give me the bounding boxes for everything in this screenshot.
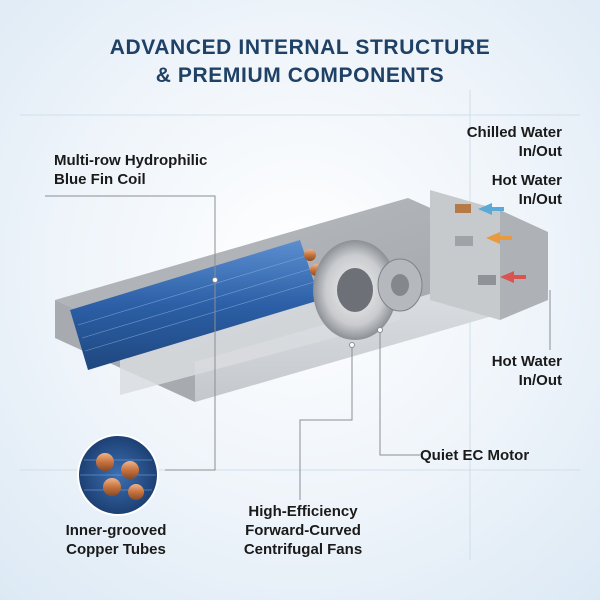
- hot-water-arrow-top-icon: [486, 232, 512, 244]
- leader-lines: [45, 195, 551, 500]
- fin-coil-body: [70, 240, 320, 370]
- copper-tube-inset: [77, 434, 159, 516]
- connection-panel-side: [500, 210, 548, 320]
- page-title: ADVANCED INTERNAL STRUCTURE & PREMIUM CO…: [0, 34, 600, 90]
- hot-water-top-label: Hot Water In/Out: [491, 172, 562, 208]
- water-pipes: [455, 204, 496, 285]
- hot-water-pipe-top: [455, 236, 473, 246]
- hot-water-arrow-bottom-icon: [500, 271, 526, 283]
- fin-lines: [77, 255, 315, 352]
- centrifugal-fan: [313, 240, 397, 340]
- ec-motor-label: Quiet EC Motor: [420, 447, 530, 464]
- fan-hub: [337, 268, 373, 312]
- ec-motor: [377, 258, 423, 312]
- chilled-water-label: Chilled Water In/Out: [466, 124, 562, 160]
- hot-water-bottom-label: Hot Water In/Out: [491, 353, 562, 389]
- fin-coil-label: Multi-row Hydrophilic Blue Fin Coil: [54, 152, 208, 188]
- title-line-1: ADVANCED INTERNAL STRUCTURE: [109, 36, 491, 59]
- connection-panel: [430, 190, 500, 320]
- centrifugal-fans-label: High-Efficiency Forward-Curved Centrifug…: [243, 503, 363, 558]
- chilled-water-pipe: [455, 204, 471, 213]
- title-line-2: & PREMIUM COMPONENTS: [155, 64, 445, 87]
- chilled-water-arrow-icon: [478, 203, 504, 215]
- hot-water-pipe-bottom: [478, 275, 496, 285]
- copper-tubes-label: Inner-grooved Copper Tubes: [65, 522, 167, 558]
